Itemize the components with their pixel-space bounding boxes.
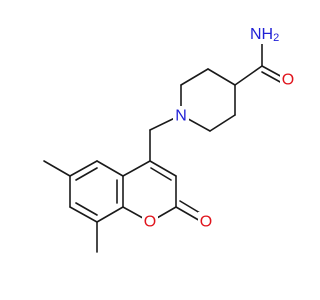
bond-c7-c8-1 [69,206,98,223]
bond-c4-c3-1 [149,160,177,177]
bond-c8-c8a [96,206,124,223]
amide-o-text: O [282,72,294,89]
ring-n-text: N [175,108,187,125]
atom-labels: NH2 O N O O [142,24,296,232]
amide-oxygen-label: O [280,69,296,89]
amide-nitrogen-label: NH2 [249,24,283,44]
bond-pip-6 [207,68,236,86]
keto-oxygen-label: O [198,212,214,232]
bond-c4-c4a [122,160,151,177]
bond-amidec-o-2 [261,71,283,84]
ring-oxygen-label: O [142,212,158,232]
keto-o-text: O [200,214,212,231]
bond-c5-c6-2 [75,167,98,181]
bond-c4-amidec [234,65,263,86]
ring-nitrogen-label: N [173,106,189,126]
ring-o-text: O [144,214,156,231]
molecule-canvas: NH2 O N O O [43,24,296,253]
amide-nh-subscript: 2 [273,32,279,44]
bond-c5-c6-1 [69,160,98,177]
amide-nh2-text: NH2 [250,26,279,45]
bond-c4a-c5 [96,160,124,177]
bond-c6-methyl [43,160,71,177]
bond-c4-c3-2 [150,167,172,181]
bond-c7-c8-2 [75,202,98,216]
structure-diagram: NH2 O N O O [43,24,296,253]
bond-pip-5 [180,68,209,86]
bonds [43,43,285,253]
bond-pip-2 [209,114,236,132]
amide-nh-text: NH [250,26,273,43]
bond-c2-keto-1 [175,206,203,223]
